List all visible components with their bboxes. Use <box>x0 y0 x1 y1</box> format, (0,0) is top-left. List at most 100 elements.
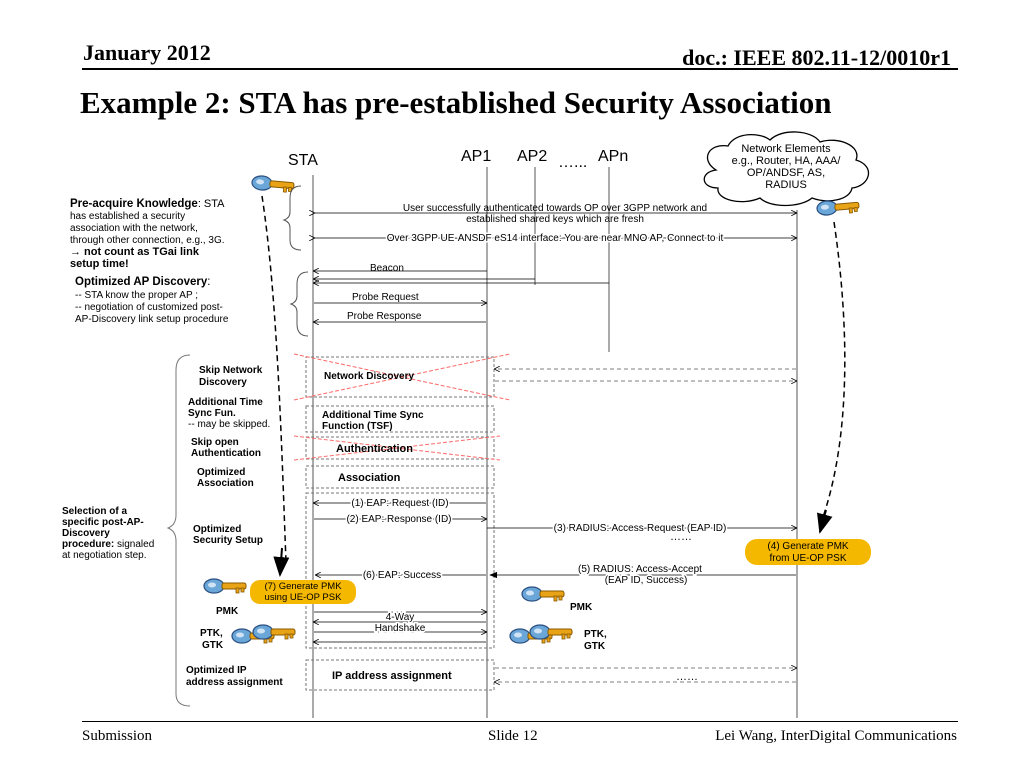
authentication-cross-b <box>293 435 501 461</box>
phase-labels: Skip Network Discovery Additional Time S… <box>186 365 283 688</box>
user-auth-line-1: User successfully authenticated towards … <box>403 203 707 214</box>
generate-pmk-sta-bubble <box>250 580 356 604</box>
footer-submission: Submission <box>82 728 153 744</box>
pre-acquire-text: Pre-acquire Knowledge: STA has establish… <box>70 198 225 270</box>
slide-title: Example 2: STA has pre-established Secur… <box>80 85 832 120</box>
time-sync-line-1: Additional Time Sync <box>322 410 424 421</box>
optimized-ap-line-2: -- negotiation of customized post- <box>75 302 223 313</box>
sta-key-arrow <box>273 547 290 577</box>
cloud-line-3: OP/ANDSF, AS, <box>747 167 825 179</box>
selection-line-2: specific post-AP- <box>62 517 144 528</box>
generate-pmk-network-line-2: from UE-OP PSK <box>769 553 846 564</box>
svg-text:→ not count as TGai link: → not count as TGai link <box>70 246 200 258</box>
authentication-label: Authentication <box>336 443 413 455</box>
handshake-line-2: Handshake <box>375 623 426 634</box>
network-discovery-block: Network Discovery <box>293 353 796 401</box>
eap-request-label: (1) EAP: Request (ID) <box>351 498 448 509</box>
handshake-line-1: 4-Way <box>386 612 415 623</box>
optimized-ap-line-1: -- STA know the proper AP ; <box>75 290 198 301</box>
header-doc-id: doc.: IEEE 802.11-12/0010r1 <box>682 45 951 70</box>
eap-success-label: (6) EAP: Success <box>363 570 441 581</box>
footer-rule <box>82 721 958 722</box>
header-rule <box>82 68 958 70</box>
eap-response-label: (2) EAP: Response (ID) <box>346 514 451 525</box>
pre-acquire-bold-line-1: not count as TGai link <box>81 246 200 258</box>
svg-text:Optimized AP Discovery:: Optimized AP Discovery: <box>75 276 211 288</box>
optimized-ap-text: Optimized AP Discovery: -- STA know the … <box>75 276 229 325</box>
selection-line-5: at negotiation step. <box>62 550 147 561</box>
probe-request-label: Probe Request <box>352 292 419 303</box>
optimized-ap-brace <box>289 271 309 337</box>
sta-key-dashed-path <box>261 195 287 563</box>
radius-accept-line-2: (EAP ID, Success) <box>605 575 688 586</box>
generate-pmk-sta-line-2: using UE-OP PSK <box>265 592 343 603</box>
optimized-ap-line-3: AP-Discovery link setup procedure <box>75 314 229 325</box>
network-discovery-label: Network Discovery <box>324 371 414 382</box>
radius-request-label: (3) RADIUS: Access-Request (EAP ID) <box>554 523 727 534</box>
network-cloud: Network Elements e.g., Router, HA, AAA/ … <box>703 131 869 207</box>
radius-dots: …… <box>670 531 692 543</box>
entity-sta: STA <box>288 152 318 169</box>
skip-network-line-1: Skip Network <box>199 365 263 376</box>
pre-acquire-bold-line-2: setup time! <box>70 258 129 270</box>
network-key-dashed-path <box>821 221 846 521</box>
pre-acquire-colon: : STA <box>198 198 225 210</box>
ap-ptk-line-2: GTK <box>584 641 606 652</box>
ip-dots: …… <box>676 671 698 683</box>
optimized-security-line-1: Optimized <box>193 524 241 535</box>
pre-acquire-line-3: through other connection, e.g., 3G. <box>70 235 225 246</box>
user-auth-line-2: established shared keys which are fresh <box>466 214 644 225</box>
pre-acquire-brace <box>282 185 302 251</box>
entity-ap1: AP1 <box>461 148 491 165</box>
cloud-line-4: RADIUS <box>765 179 807 191</box>
skip-open-line-2: Authentication <box>191 448 261 459</box>
pre-acquire-title: Pre-acquire Knowledge <box>70 198 198 210</box>
header-date: January 2012 <box>83 40 211 65</box>
ap-pmk-label: PMK <box>570 602 593 613</box>
optimized-ap-title: Optimized AP Discovery <box>75 276 208 288</box>
sta-key-icon <box>250 174 296 194</box>
selection-line-3: Discovery <box>62 528 110 539</box>
sta-ptk-line-2: GTK <box>202 640 224 651</box>
pre-acquire-line-1: has established a security <box>70 211 185 222</box>
skip-network-line-2: Discovery <box>199 377 247 388</box>
phases-brace <box>166 354 191 707</box>
radius-accept-line-1: (5) RADIUS: Access-Accept <box>578 564 702 575</box>
additional-time-line-2: Sync Fun. <box>188 408 236 419</box>
time-sync-box <box>305 405 495 433</box>
additional-time-line-1: Additional Time <box>188 397 263 408</box>
ap-ptk-line-1: PTK, <box>584 629 607 640</box>
entity-ap2: AP2 <box>517 148 547 165</box>
pre-acquire-line-2: association with the network, <box>70 223 198 234</box>
network-discovery-box <box>305 356 495 398</box>
cloud-line-2: e.g., Router, HA, AAA/ <box>732 155 842 167</box>
generate-pmk-network-bubble <box>745 539 871 565</box>
optimized-ip-line-1: Optimized IP <box>186 665 247 676</box>
may-skip-label: -- may be skipped. <box>188 419 270 430</box>
time-sync-line-2: Function (TSF) <box>322 421 393 432</box>
sta-pmk-label: PMK <box>216 606 239 617</box>
svg-text:Pre-acquire Knowledge: STA: Pre-acquire Knowledge: STA <box>70 198 225 210</box>
svg-text:procedure: signaled: procedure: signaled <box>62 539 154 550</box>
association-label: Association <box>338 472 401 484</box>
ip-assignment-label: IP address assignment <box>332 670 452 682</box>
security-setup-frame <box>305 492 495 649</box>
optimized-assoc-line-2: Association <box>197 478 254 489</box>
selection-line-4-plain: signaled <box>114 539 154 550</box>
selection-line-4-bold: procedure: <box>62 539 114 550</box>
optimized-ap-colon: : <box>207 276 210 288</box>
footer-author: Lei Wang, InterDigital Communications <box>715 728 957 744</box>
optimized-security-line-2: Security Setup <box>193 535 263 546</box>
authentication-block: Authentication <box>293 435 501 461</box>
selection-line-1: Selection of a <box>62 506 127 517</box>
network-key-arrow <box>817 509 833 534</box>
sta-pmk-key-icon <box>203 578 247 594</box>
footer-slide-number: Slide 12 <box>488 728 538 744</box>
ap-pmk-key-icon <box>521 586 565 602</box>
sta-ptk-line-1: PTK, <box>200 628 223 639</box>
network-discovery-cross-b <box>293 353 511 401</box>
selection-text: Selection of a specific post-AP- Discove… <box>62 506 154 561</box>
over-3gpp-label: Over 3GPP UE-ANSDF eS14 interface: You a… <box>387 233 724 244</box>
cloud-line-1: Network Elements <box>741 143 831 155</box>
beacon-label: Beacon <box>370 263 404 274</box>
